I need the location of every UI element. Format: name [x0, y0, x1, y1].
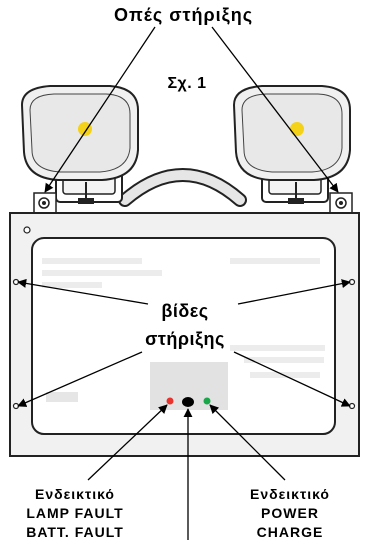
label-screws-line1: βίδες	[161, 301, 209, 321]
label-screws-line2: στήριξης	[145, 329, 225, 349]
label-left-line2: LAMP FAULT	[26, 505, 124, 521]
label-left-line3: BATT. FAULT	[26, 524, 124, 540]
label-figure-number: Σχ. 1	[167, 75, 207, 92]
right-lamp-head	[232, 85, 353, 214]
label-right-line3: CHARGE	[256, 524, 324, 540]
arrow-screw-tr	[237, 279, 351, 305]
label-left-line1: Ενδεικτικό	[35, 486, 115, 502]
arrow-led-right	[209, 404, 286, 481]
label-mounting-holes: Οπές στήριξης	[113, 5, 254, 25]
label-screws: βίδες στήριξης	[120, 297, 250, 353]
lamp-fault-led	[166, 397, 174, 405]
arrow-mounting-left	[44, 26, 156, 193]
left-lamp-bulb	[78, 122, 92, 136]
label-right-indicator: Ενδεικτικό POWER CHARGE	[220, 485, 360, 542]
left-lamp-head	[20, 85, 139, 214]
power-charge-led	[203, 397, 211, 405]
right-lamp-bulb	[290, 122, 304, 136]
arrow-screw-bl	[17, 351, 143, 407]
arrow-screw-tl	[17, 278, 149, 305]
center-led	[182, 397, 194, 407]
arrow-screw-br	[233, 351, 351, 407]
arrow-mounting-right	[211, 26, 339, 193]
label-right-line1: Ενδεικτικό	[250, 486, 330, 502]
label-left-indicator: Ενδεικτικό LAMP FAULT BATT. FAULT	[0, 485, 150, 542]
arrow-led-left	[87, 404, 168, 481]
label-right-line2: POWER	[261, 505, 319, 521]
